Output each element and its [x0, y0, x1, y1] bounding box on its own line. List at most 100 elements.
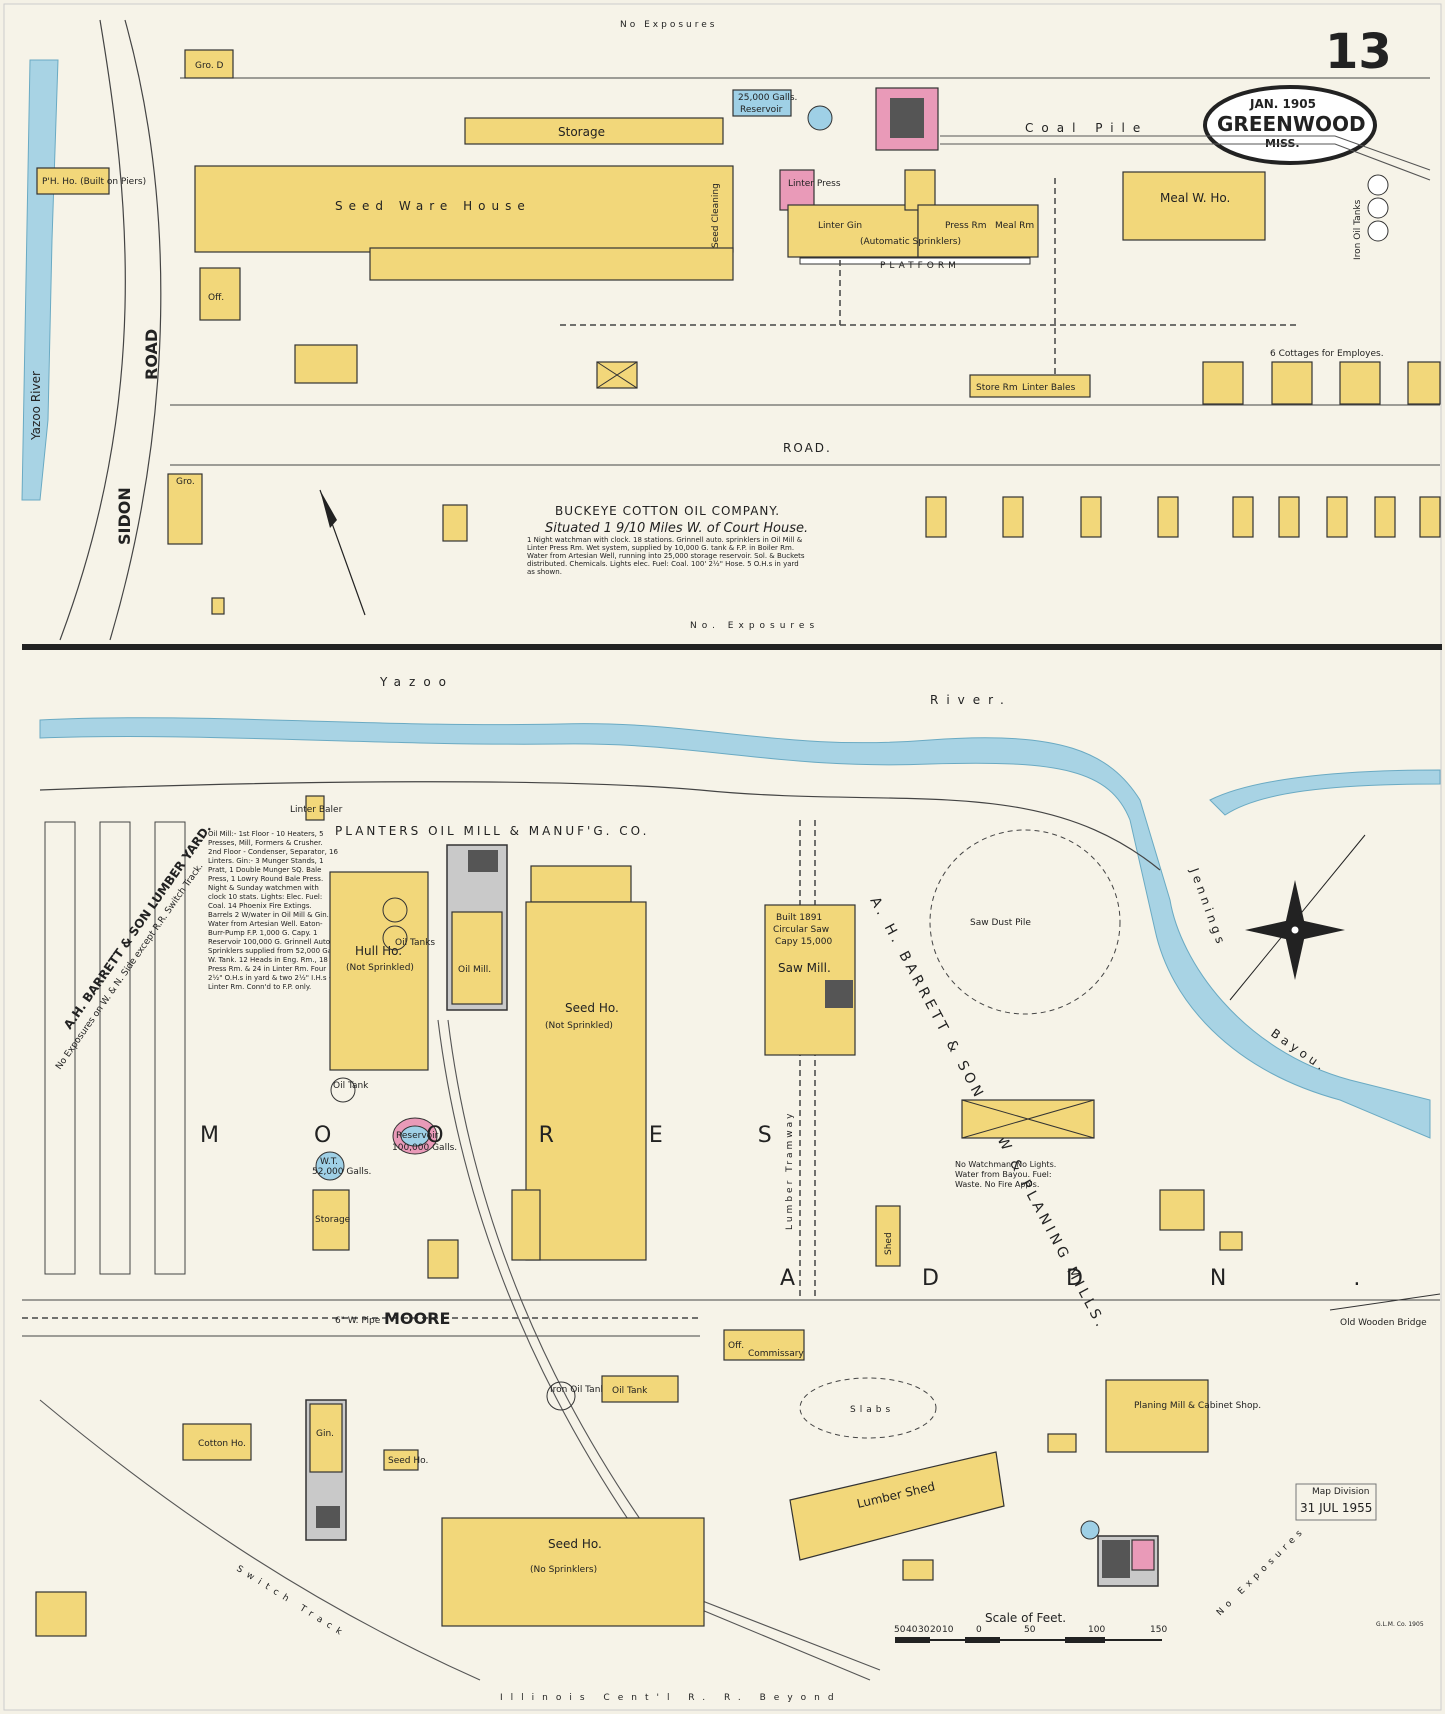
water-tank-lower-capacity: 52,000 Galls. — [312, 1167, 371, 1177]
cottage-17 — [1339, 361, 1381, 405]
compass-rose — [1229, 834, 1366, 1001]
old-bridge-line — [1329, 1293, 1441, 1311]
scale-tick: 100 — [1088, 1625, 1105, 1635]
city-name: GREENWOOD — [1217, 112, 1366, 136]
barrett-mills-note: No Watchman. No Lights. Water from Bayou… — [955, 1160, 1057, 1189]
seed-ware-house-label: Seed Ware House — [335, 199, 531, 213]
scale-tick: 40 — [906, 1625, 918, 1635]
lumber-yard-stacks — [44, 821, 186, 1275]
hull-house-note: (Not Sprinkled) — [346, 963, 414, 973]
oil-tank-lower-box-label: Oil Tank — [612, 1386, 648, 1396]
linter-press-room — [779, 169, 815, 211]
saw-dust-pile-label: Saw Dust Pile — [970, 918, 1031, 928]
cottage-15 — [1202, 361, 1244, 405]
gin-boiler — [316, 1506, 340, 1528]
seed-house-small — [383, 1449, 419, 1471]
pump-house-label: P'H. Ho. (Built on Piers) — [42, 177, 146, 187]
cottage-16 — [1271, 361, 1313, 405]
no-exposures-bottom-upper: No. Exposures — [690, 621, 819, 631]
reservoir-upper-label: Reservoir — [740, 105, 783, 115]
road-mid-label: ROAD. — [783, 441, 832, 455]
scale-ticks: 50 40 30 20 10 0 50 100 150 — [894, 1625, 1167, 1635]
gin-building — [309, 1403, 343, 1473]
water-tank-upper — [807, 105, 833, 131]
dwelling-upper-west — [294, 344, 358, 384]
iron-oil-tanks-label: Iron Oil Tanks — [1353, 199, 1363, 260]
reservoir-upper — [732, 89, 792, 117]
oil-tank-lower-b — [382, 925, 408, 951]
dwelling-bottom-left — [35, 1591, 87, 1637]
slabs-label: Slabs — [850, 1405, 894, 1415]
slabs-pile — [799, 1377, 937, 1439]
iron-oil-tank-lower — [546, 1381, 576, 1411]
jennings-bayou — [1209, 769, 1441, 816]
seed-house-bottom-label: Seed Ho. — [548, 1537, 602, 1551]
seed-house-small-label: Seed Ho. — [388, 1456, 428, 1466]
seed-ware-house-ell — [369, 247, 734, 281]
oil-tank-1 — [1367, 174, 1389, 196]
press-rm-label: Press Rm — [945, 221, 987, 231]
oil-tank-2 — [1367, 197, 1389, 219]
sheet-date: JAN. 1905 — [1249, 97, 1316, 111]
gro-d-building — [184, 49, 234, 79]
linter-press-label: Linter Press — [788, 179, 841, 189]
dwelling-row-20 — [1374, 496, 1396, 538]
switch-track-line — [39, 1399, 481, 1681]
boiler-bottom-pink — [1131, 1539, 1155, 1571]
railroad-label: Illinois Cent'l R. R. Beyond — [500, 1693, 842, 1703]
river-bank-line — [39, 781, 1161, 871]
river-lower-label: River. — [930, 693, 1012, 707]
buckeye-subtitle: Situated 1 9/10 Miles W. of Court House. — [545, 521, 808, 536]
dwelling-row-24 — [1157, 496, 1179, 538]
oil-mill-upper — [917, 204, 1039, 258]
pump-house — [36, 167, 110, 195]
buckeye-title: BUCKEYE COTTON OIL COMPANY. — [555, 504, 780, 518]
scale-tick: 10 — [942, 1625, 954, 1635]
meal-rm-label: Meal Rm — [995, 221, 1034, 231]
iron-oil-tank-lower-label: Iron Oil Tank — [550, 1385, 606, 1395]
gro-d-label: Gro. D — [195, 61, 224, 71]
buckeye-notes-wrapper: 1 Night watchman with clock. 18 stations… — [527, 536, 805, 576]
open-shed-x2 — [961, 1099, 1095, 1139]
dwelling-east-a — [1159, 1189, 1205, 1231]
hull-house-label: Hull Ho. — [355, 944, 402, 958]
dwelling-row-25 — [1080, 496, 1102, 538]
planing-mill — [1105, 1379, 1209, 1453]
scale-tick: 50 — [1024, 1625, 1036, 1635]
buckeye-notes: 1 Night watchman with clock. 18 stations… — [527, 536, 805, 576]
storage-label: Storage — [558, 125, 605, 139]
seed-house-lower-label: Seed Ho. — [565, 1001, 619, 1015]
planters-title: PLANTERS OIL MILL & MANUF'G. CO. — [335, 824, 649, 838]
dwelling-row-22 — [1278, 496, 1300, 538]
cotton-house — [182, 1423, 252, 1461]
library-stamp — [1295, 1483, 1377, 1521]
panel-divider — [22, 644, 1442, 650]
moores-addn-label-1: M O O R E S — [200, 1123, 816, 1148]
corner-code: G.L.M. Co. 1905 — [1376, 1621, 1424, 1628]
oil-tank-lower-a — [382, 897, 408, 923]
saw-mill-boiler — [825, 980, 853, 1008]
dwelling-row-21 — [1326, 496, 1348, 538]
hull-house — [329, 871, 429, 1071]
library-stamp-line1: Map Division — [1312, 1487, 1370, 1497]
reservoir-lower-label: Reservoir — [396, 1131, 439, 1141]
planters-notes-wrapper: Oil Mill:- 1st Floor - 10 Heaters, 5 Pre… — [208, 830, 338, 991]
yazoo-river-lower-label: Yazoo — [379, 675, 454, 689]
planters-notes: Oil Mill:- 1st Floor - 10 Heaters, 5 Pre… — [208, 830, 338, 991]
gin-label: Gin. — [316, 1429, 334, 1439]
boiler-bottom — [1102, 1540, 1130, 1578]
saw-mill-capy: Capy 15,000 — [775, 937, 832, 947]
dwelling-row-26 — [1002, 496, 1024, 538]
storage-lower-label: Storage — [315, 1215, 351, 1225]
linter-baler-label: Linter Baler — [290, 805, 343, 815]
oil-tank-lower-label: Oil Tank — [333, 1081, 369, 1091]
oil-tank-lower-small — [330, 1077, 356, 1103]
planing-mill-label: Planing Mill & Cabinet Shop. — [1134, 1401, 1261, 1411]
boiler-lower — [468, 850, 498, 872]
linter-baler — [305, 795, 325, 821]
store-rm-linter-bales — [969, 374, 1091, 398]
office-upper-label: Off. — [208, 293, 224, 303]
water-tank-lower — [315, 1151, 345, 1181]
moores-addn-label-2: A D D N . — [780, 1266, 1420, 1291]
